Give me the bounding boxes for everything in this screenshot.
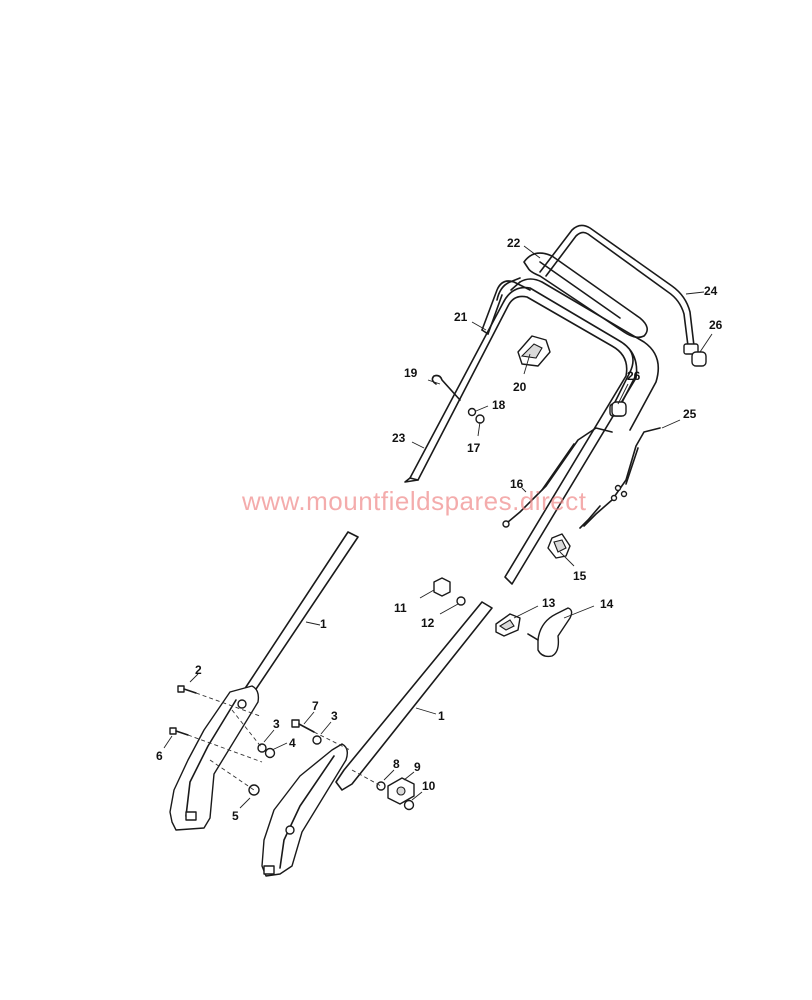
lower-handle-left	[235, 531, 359, 713]
cable-adjuster	[547, 533, 571, 559]
handle-knob-left	[611, 401, 627, 417]
callout-3-left: 3	[273, 717, 280, 731]
brake-cable	[579, 427, 661, 529]
callout-8: 8	[393, 757, 400, 771]
callout-24: 24	[704, 284, 718, 298]
callout-22: 22	[507, 236, 521, 250]
nut-4	[264, 747, 276, 759]
callout-26-left: 26	[627, 369, 641, 383]
callout-15: 15	[573, 569, 587, 583]
callout-5: 5	[232, 809, 239, 823]
callout-11: 11	[394, 601, 407, 615]
washer-3-left	[257, 743, 267, 753]
callout-6: 6	[156, 749, 163, 763]
drive-cable	[502, 427, 613, 528]
nut-11	[433, 577, 451, 597]
bolt-6	[169, 727, 189, 736]
handle-lever	[527, 607, 573, 658]
callout-16: 16	[510, 477, 524, 491]
callout-12: 12	[421, 616, 435, 630]
callout-23: 23	[392, 431, 406, 445]
washer-18	[467, 407, 477, 417]
callout-26-right: 26	[709, 318, 723, 332]
callout-17: 17	[467, 441, 481, 455]
callout-18: 18	[492, 398, 506, 412]
callout-1-right: 1	[438, 709, 445, 723]
assembly-lines	[187, 692, 382, 791]
handle-knob-right	[691, 351, 707, 367]
bolt-2	[177, 685, 197, 694]
washer-3-right	[312, 735, 322, 745]
leader-lines	[163, 245, 713, 809]
callout-4: 4	[289, 736, 296, 750]
lower-handle-right	[335, 601, 493, 791]
callout-1-left: 1	[320, 617, 327, 631]
cable-clamp	[495, 613, 521, 637]
top-bail-loop	[539, 224, 699, 355]
cable-clip	[431, 374, 461, 401]
callout-14: 14	[600, 597, 614, 611]
knob-9	[387, 777, 415, 805]
callout-20: 20	[513, 380, 527, 394]
callout-10: 10	[422, 779, 436, 793]
pivot-bracket-right	[261, 743, 349, 877]
upper-handle	[404, 277, 660, 585]
washer-12	[456, 596, 466, 606]
operator-bail-bar	[481, 280, 637, 417]
bolt-7	[291, 719, 315, 733]
watermark-text: www.mountfieldspares.direct	[241, 486, 587, 516]
screw-17	[475, 414, 485, 424]
callout-19: 19	[404, 366, 418, 380]
callout-13: 13	[542, 596, 556, 610]
callout-25: 25	[683, 407, 697, 421]
pivot-bracket-left	[169, 685, 260, 831]
callout-labels: 1 1 2 3 3 4 5 6 7 8 9 10 11 12 13 14 15 …	[156, 236, 723, 823]
cable-guide	[517, 335, 551, 367]
callout-2: 2	[195, 663, 202, 677]
nut-10	[403, 799, 415, 811]
washer-8	[376, 781, 386, 791]
callout-7: 7	[312, 699, 319, 713]
handle-grip	[523, 252, 648, 339]
nut-5	[248, 784, 260, 796]
callout-21: 21	[454, 310, 468, 324]
callout-9: 9	[414, 760, 421, 774]
callout-3-right: 3	[331, 709, 338, 723]
